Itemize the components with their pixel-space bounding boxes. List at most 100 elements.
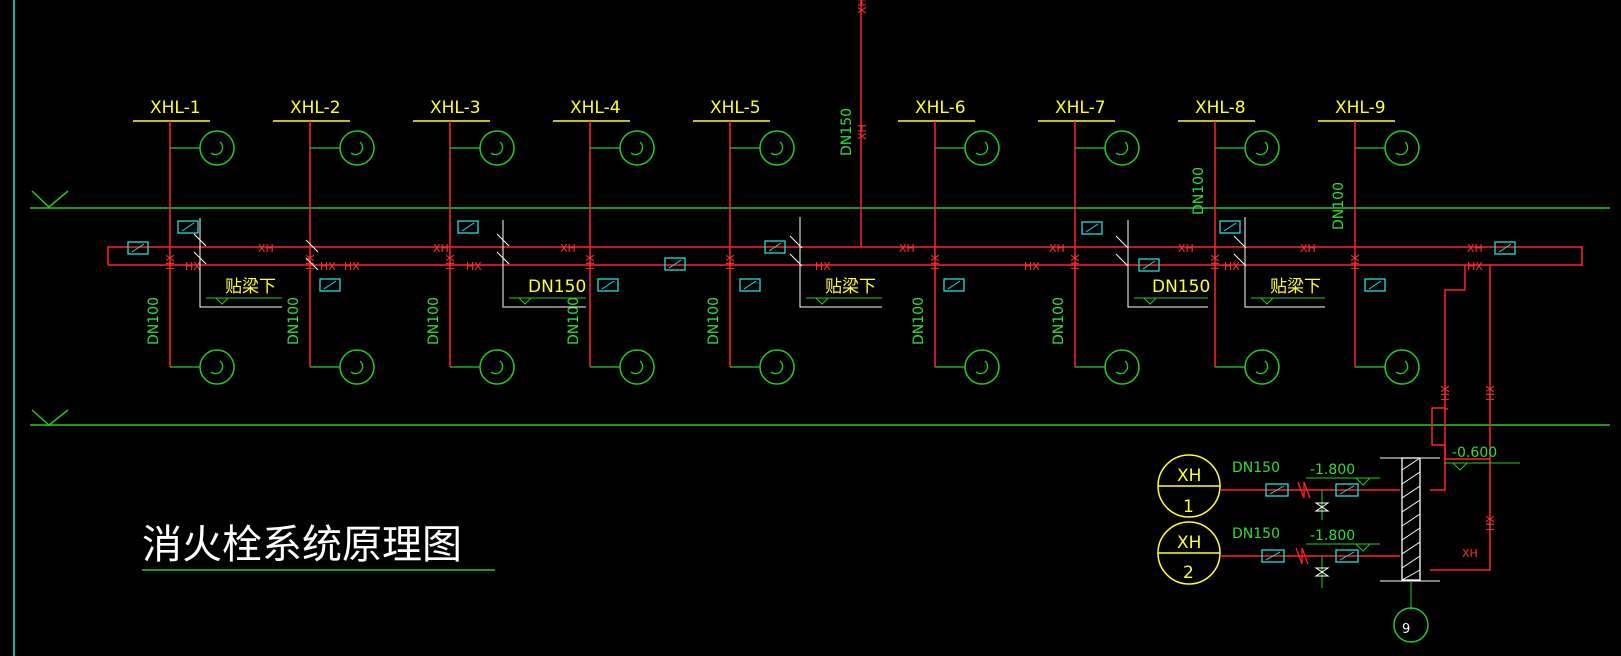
riser-dn-label: DN100 xyxy=(426,297,442,345)
riser-hx-label: HX xyxy=(1209,254,1222,270)
outlet-pipes xyxy=(1430,265,1491,571)
riser-hx-label: HX xyxy=(164,254,177,270)
hydrant-icon xyxy=(759,130,795,166)
valve-group xyxy=(127,220,1516,292)
inlet-2-label: XH xyxy=(1177,533,1201,553)
riser-dn-label: DN100 xyxy=(1051,297,1067,345)
ring-xh-label: XH xyxy=(258,242,274,255)
beam-note-3: 贴梁下 xyxy=(1270,277,1321,297)
hydrant-icon xyxy=(1244,349,1280,385)
ring-xh-label: XH xyxy=(433,242,449,255)
ring-hx-label: HX xyxy=(1224,260,1240,273)
break-mark xyxy=(1115,235,1129,249)
ring-xh-label: XH xyxy=(560,242,576,255)
ring-xh-label: XH xyxy=(1300,242,1316,255)
gate-valve-icon xyxy=(127,241,149,255)
ring-xh-label: XH xyxy=(1178,242,1194,255)
gate-valve-icon xyxy=(1138,258,1160,272)
ring-hx-label: HX xyxy=(320,260,336,273)
hydrant-icon xyxy=(1104,349,1140,385)
ring-hx-label: HX xyxy=(1024,260,1040,273)
riser-dn-label: DN100 xyxy=(911,297,927,345)
hydrant-icon xyxy=(1384,349,1420,385)
riser-1: XHL-1HX DN100 xyxy=(133,98,235,385)
inlet-1-label: XH xyxy=(1177,466,1201,486)
riser-label: XHL-3 xyxy=(430,98,481,118)
hydrant-icon xyxy=(199,130,235,166)
break-mark xyxy=(305,239,319,253)
riser-group: XHL-1HXDN100XHL-2HXDN100XHL-3HXDN100XHL-… xyxy=(133,98,1420,385)
hydrant-icon xyxy=(964,130,1000,166)
hydrant-icon xyxy=(339,130,375,166)
hydrant-icon xyxy=(1244,130,1280,166)
riser-dn-label: DN100 xyxy=(1331,182,1347,230)
gate-valve-icon xyxy=(177,220,199,234)
riser-hx-label: HX xyxy=(584,254,597,270)
gate-valve-icon xyxy=(739,278,761,292)
ring-xh-label: XH xyxy=(1467,242,1483,255)
gate-valve-icon xyxy=(1219,220,1241,234)
elev-label-a: -1.800 xyxy=(1310,462,1355,478)
axis-number: 9 xyxy=(1402,622,1410,637)
hydrant-icon xyxy=(479,349,515,385)
riser-label: XHL-5 xyxy=(710,98,761,118)
hx-drop-label-2: HX xyxy=(1484,385,1497,401)
riser-2: XHL-2HXDN100 xyxy=(273,98,375,385)
beam-note-arrows xyxy=(206,297,1325,305)
riser-dn-label: DN100 xyxy=(566,297,582,345)
elev-label-b: -1.800 xyxy=(1310,528,1355,544)
riser-hx-label: HX xyxy=(929,254,942,270)
ring-xh-label: XH xyxy=(899,242,915,255)
gate-valve-icon xyxy=(597,278,619,292)
break-mark xyxy=(305,257,319,271)
page-title: 消火栓系统原理图 xyxy=(142,522,462,568)
riser-hx-label: HX xyxy=(724,254,737,270)
main-riser-top: XH XH DN150 xyxy=(839,0,869,247)
riser-mid-label: XH xyxy=(856,124,869,140)
riser-dn-label: DN100 xyxy=(1191,167,1207,215)
break-mark xyxy=(1233,253,1247,267)
riser-label: XHL-8 xyxy=(1195,98,1246,118)
inlet-2-dn: DN150 xyxy=(1232,526,1280,542)
break-mark xyxy=(1233,235,1247,249)
gate-valve-icon xyxy=(1494,241,1516,255)
riser-9: XHL-9HX DN100 xyxy=(1318,98,1420,385)
riser-label: XHL-6 xyxy=(915,98,966,118)
ring-main xyxy=(107,246,1583,266)
gate-valve-icon xyxy=(764,240,786,254)
hydrant-icon xyxy=(619,130,655,166)
hydrant-icon xyxy=(1384,130,1420,166)
riser-top-label: XH xyxy=(856,0,869,14)
hydrant-icon xyxy=(479,130,515,166)
gate-valve-icon xyxy=(943,278,965,292)
gate-valve-icon xyxy=(319,278,341,292)
hydrant-icon xyxy=(964,349,1000,385)
riser-8: XHL-8HX DN100 xyxy=(1178,98,1280,385)
inlet-2-number: 2 xyxy=(1183,563,1194,583)
gate-valve-icon xyxy=(457,220,479,234)
elev-label-c: -0.600 xyxy=(1452,445,1497,461)
riser-label: XHL-9 xyxy=(1335,98,1386,118)
xh-outlet-label: XH xyxy=(1462,547,1478,560)
ring-hx-label: HX xyxy=(344,260,360,273)
riser-label: XHL-1 xyxy=(150,98,201,118)
inlet-1-dn: DN150 xyxy=(1232,460,1280,476)
riser-dn-label: DN100 xyxy=(146,297,162,345)
hydrant-icon xyxy=(199,349,235,385)
riser-dn-label: DN100 xyxy=(286,297,302,345)
inlet-1-number: 1 xyxy=(1183,497,1194,517)
hydrant-icon xyxy=(339,349,375,385)
ring-xh-label: XH xyxy=(1049,242,1065,255)
floor-levels xyxy=(30,190,1610,426)
ring-hx-label: HX xyxy=(1467,260,1483,273)
beam-note-1: 贴梁下 xyxy=(225,277,276,297)
gate-valve-icon xyxy=(664,257,686,271)
riser-hx-label: HX xyxy=(1349,254,1362,270)
hx-drop-label-1: HX xyxy=(1439,385,1452,401)
dn150-note-2: DN150 xyxy=(1152,277,1210,297)
ring-hx-label: HX xyxy=(185,260,201,273)
